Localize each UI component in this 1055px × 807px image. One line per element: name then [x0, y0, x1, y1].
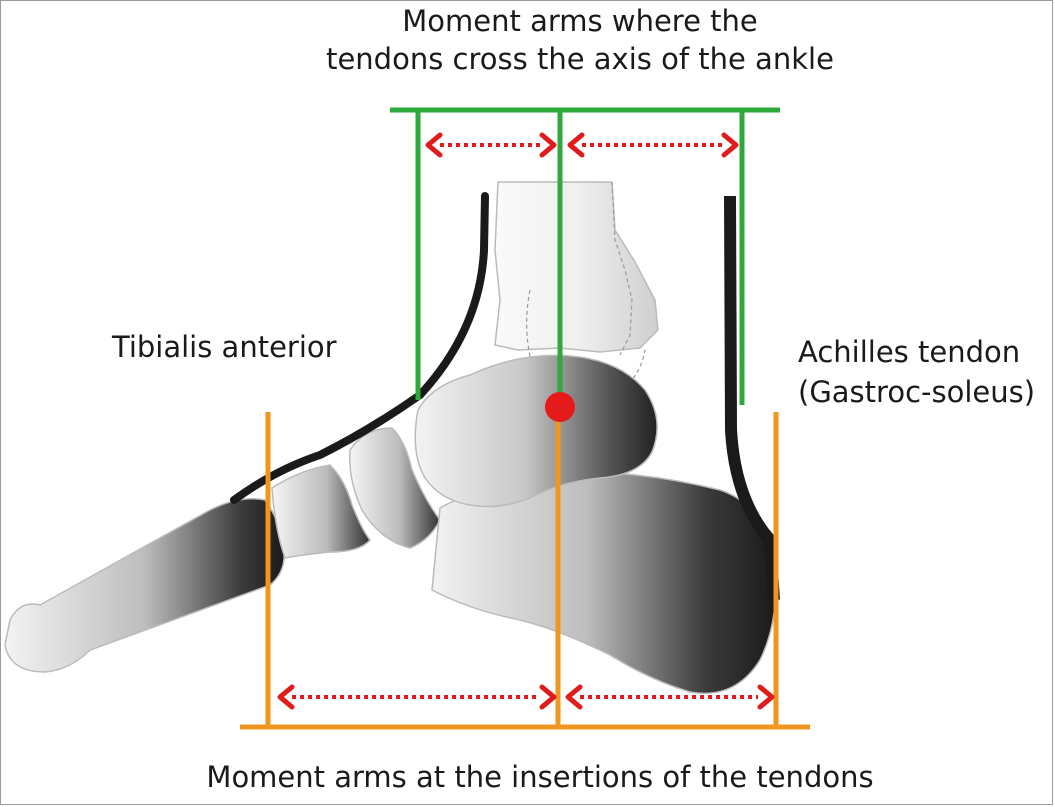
- top-caption-line2: tendons cross the axis of the ankle: [326, 42, 834, 76]
- achilles-tendon: [724, 195, 780, 601]
- cuneiform-bone: [271, 464, 371, 559]
- arrow-bottom-left: [277, 684, 557, 710]
- tibialis-anterior-tendon: [230, 192, 489, 504]
- metatarsal-bone: [4, 498, 285, 673]
- axis-moment-arm-lines: [390, 107, 780, 405]
- achilles-tendon-label: Achilles tendon (Gastroc-soleus): [798, 332, 1035, 412]
- achilles-label-line2: (Gastroc-soleus): [798, 375, 1036, 409]
- tibialis-anterior-label: Tibialis anterior: [112, 330, 337, 364]
- top-caption-line1: Moment arms where the: [402, 4, 758, 38]
- achilles-label-line1: Achilles tendon: [798, 335, 1021, 369]
- arrow-bottom-right: [565, 684, 775, 710]
- arrow-top-right: [567, 132, 739, 158]
- top-caption: Moment arms where the tendons cross the …: [0, 2, 1055, 78]
- ankle-axis-point: [545, 392, 575, 422]
- tibia-bone: [494, 181, 659, 353]
- insertion-moment-arm-lines: [240, 412, 810, 730]
- foot-bones: [4, 181, 777, 695]
- malleolus-outline: [526, 289, 646, 409]
- talus-bone: [414, 354, 658, 508]
- bottom-caption: Moment arms at the insertions of the ten…: [206, 760, 874, 794]
- arrow-top-left: [425, 132, 557, 158]
- moment-arm-arrows: [277, 132, 775, 710]
- fibula-outline: [611, 181, 633, 356]
